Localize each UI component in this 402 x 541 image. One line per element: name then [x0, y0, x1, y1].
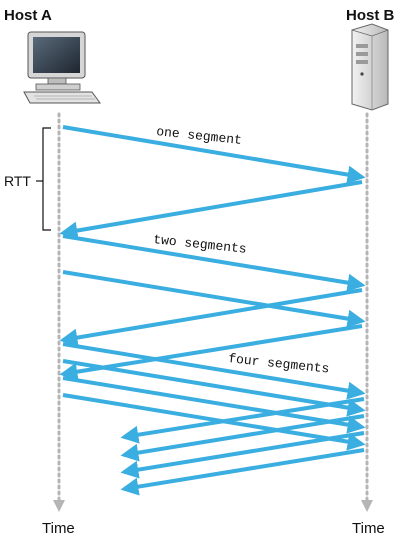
host-a-time-label: Time — [42, 520, 75, 537]
segment-arrow — [62, 125, 366, 184]
host-a-timeline-arrowhead — [53, 500, 65, 512]
ack-arrow — [59, 288, 363, 347]
host-b-timeline-arrowhead — [361, 500, 373, 512]
ack-arrow — [120, 397, 365, 444]
host-a-label: Host A — [4, 7, 52, 24]
desktop-computer-icon — [23, 31, 101, 104]
host-b-time-label: Time — [352, 520, 385, 537]
ack-arrow — [59, 180, 363, 240]
host-b-label: Host B — [346, 7, 395, 24]
segment-arrow — [62, 376, 366, 434]
segment-arrow — [62, 234, 366, 292]
server-tower-icon — [351, 23, 389, 111]
segment-arrow — [62, 359, 366, 417]
ack-arrow — [59, 324, 363, 381]
segment-arrow — [62, 270, 366, 328]
ack-arrow — [120, 431, 365, 479]
segment-arrow — [62, 342, 366, 400]
rtt-bracket — [42, 127, 51, 231]
ack-arrow — [120, 414, 365, 462]
segment-arrow — [62, 393, 366, 451]
ack-arrow — [120, 448, 365, 496]
rtt-label: RTT — [4, 173, 31, 189]
